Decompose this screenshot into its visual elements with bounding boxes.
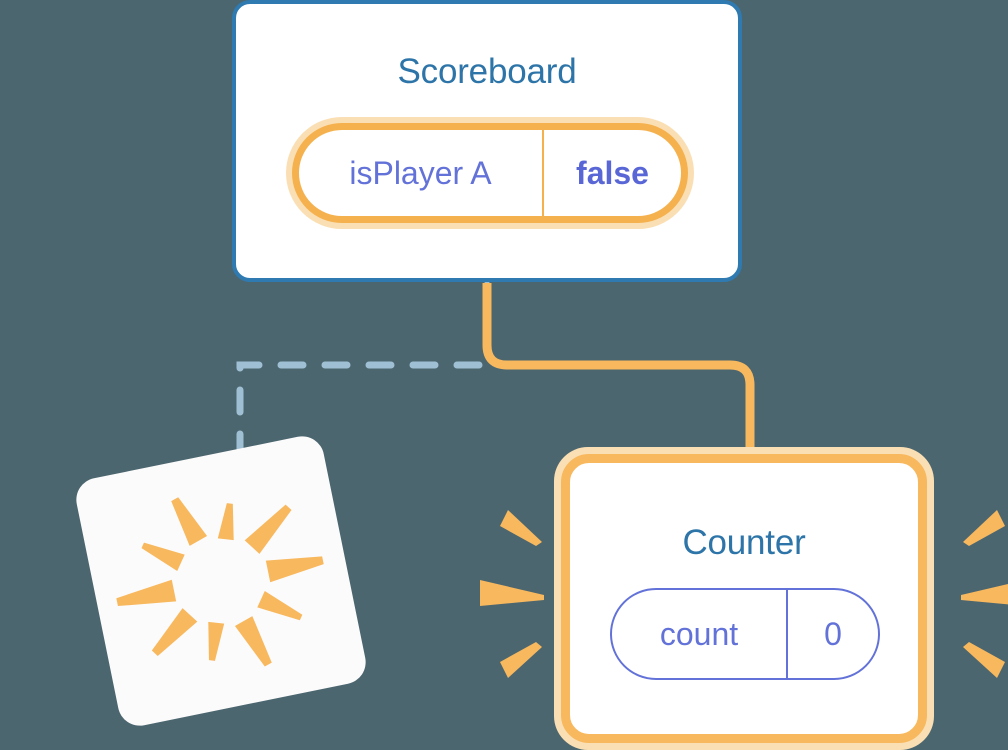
burst-ray [257,591,303,621]
connector-scoreboard-to-counter [482,283,755,460]
scoreboard-title: Scoreboard [397,52,577,91]
counter-left-rays [480,510,544,678]
scoreboard-pill[interactable]: isPlayer A false [286,117,694,229]
burst-ray [116,579,177,607]
scoreboard-pill-value: false [576,154,649,191]
burst-ray [171,497,208,546]
burst-ray [217,503,234,541]
node-scoreboard[interactable]: Scoreboard isPlayer A false [232,0,742,282]
counter-pill-key: count [612,590,788,678]
node-counter[interactable]: Counter count 0 [554,447,934,750]
burst-ray [141,542,185,571]
scoreboard-pill-key: isPlayer A [299,130,544,216]
counter-pill[interactable]: count 0 [610,588,880,680]
burst-ray [480,580,544,606]
counter-card-inner: Counter count 0 [561,454,927,743]
burst-ray [963,510,1005,546]
burst-ray [500,510,542,546]
scoreboard-pill-inner: isPlayer A false [292,123,688,223]
burst-ray [234,616,272,667]
counter-right-rays [961,510,1008,678]
burst-ray [963,642,1005,678]
node-blank-card[interactable] [72,432,370,730]
burst-ray [265,556,324,583]
burst-ray [500,642,542,678]
burst-ray [961,583,1008,605]
burst-ray [208,621,225,661]
burst-ray [151,608,198,656]
blank-card-burst [116,497,324,667]
burst-ray [244,504,292,554]
counter-pill-value: 0 [824,615,842,652]
counter-title: Counter [682,523,806,562]
